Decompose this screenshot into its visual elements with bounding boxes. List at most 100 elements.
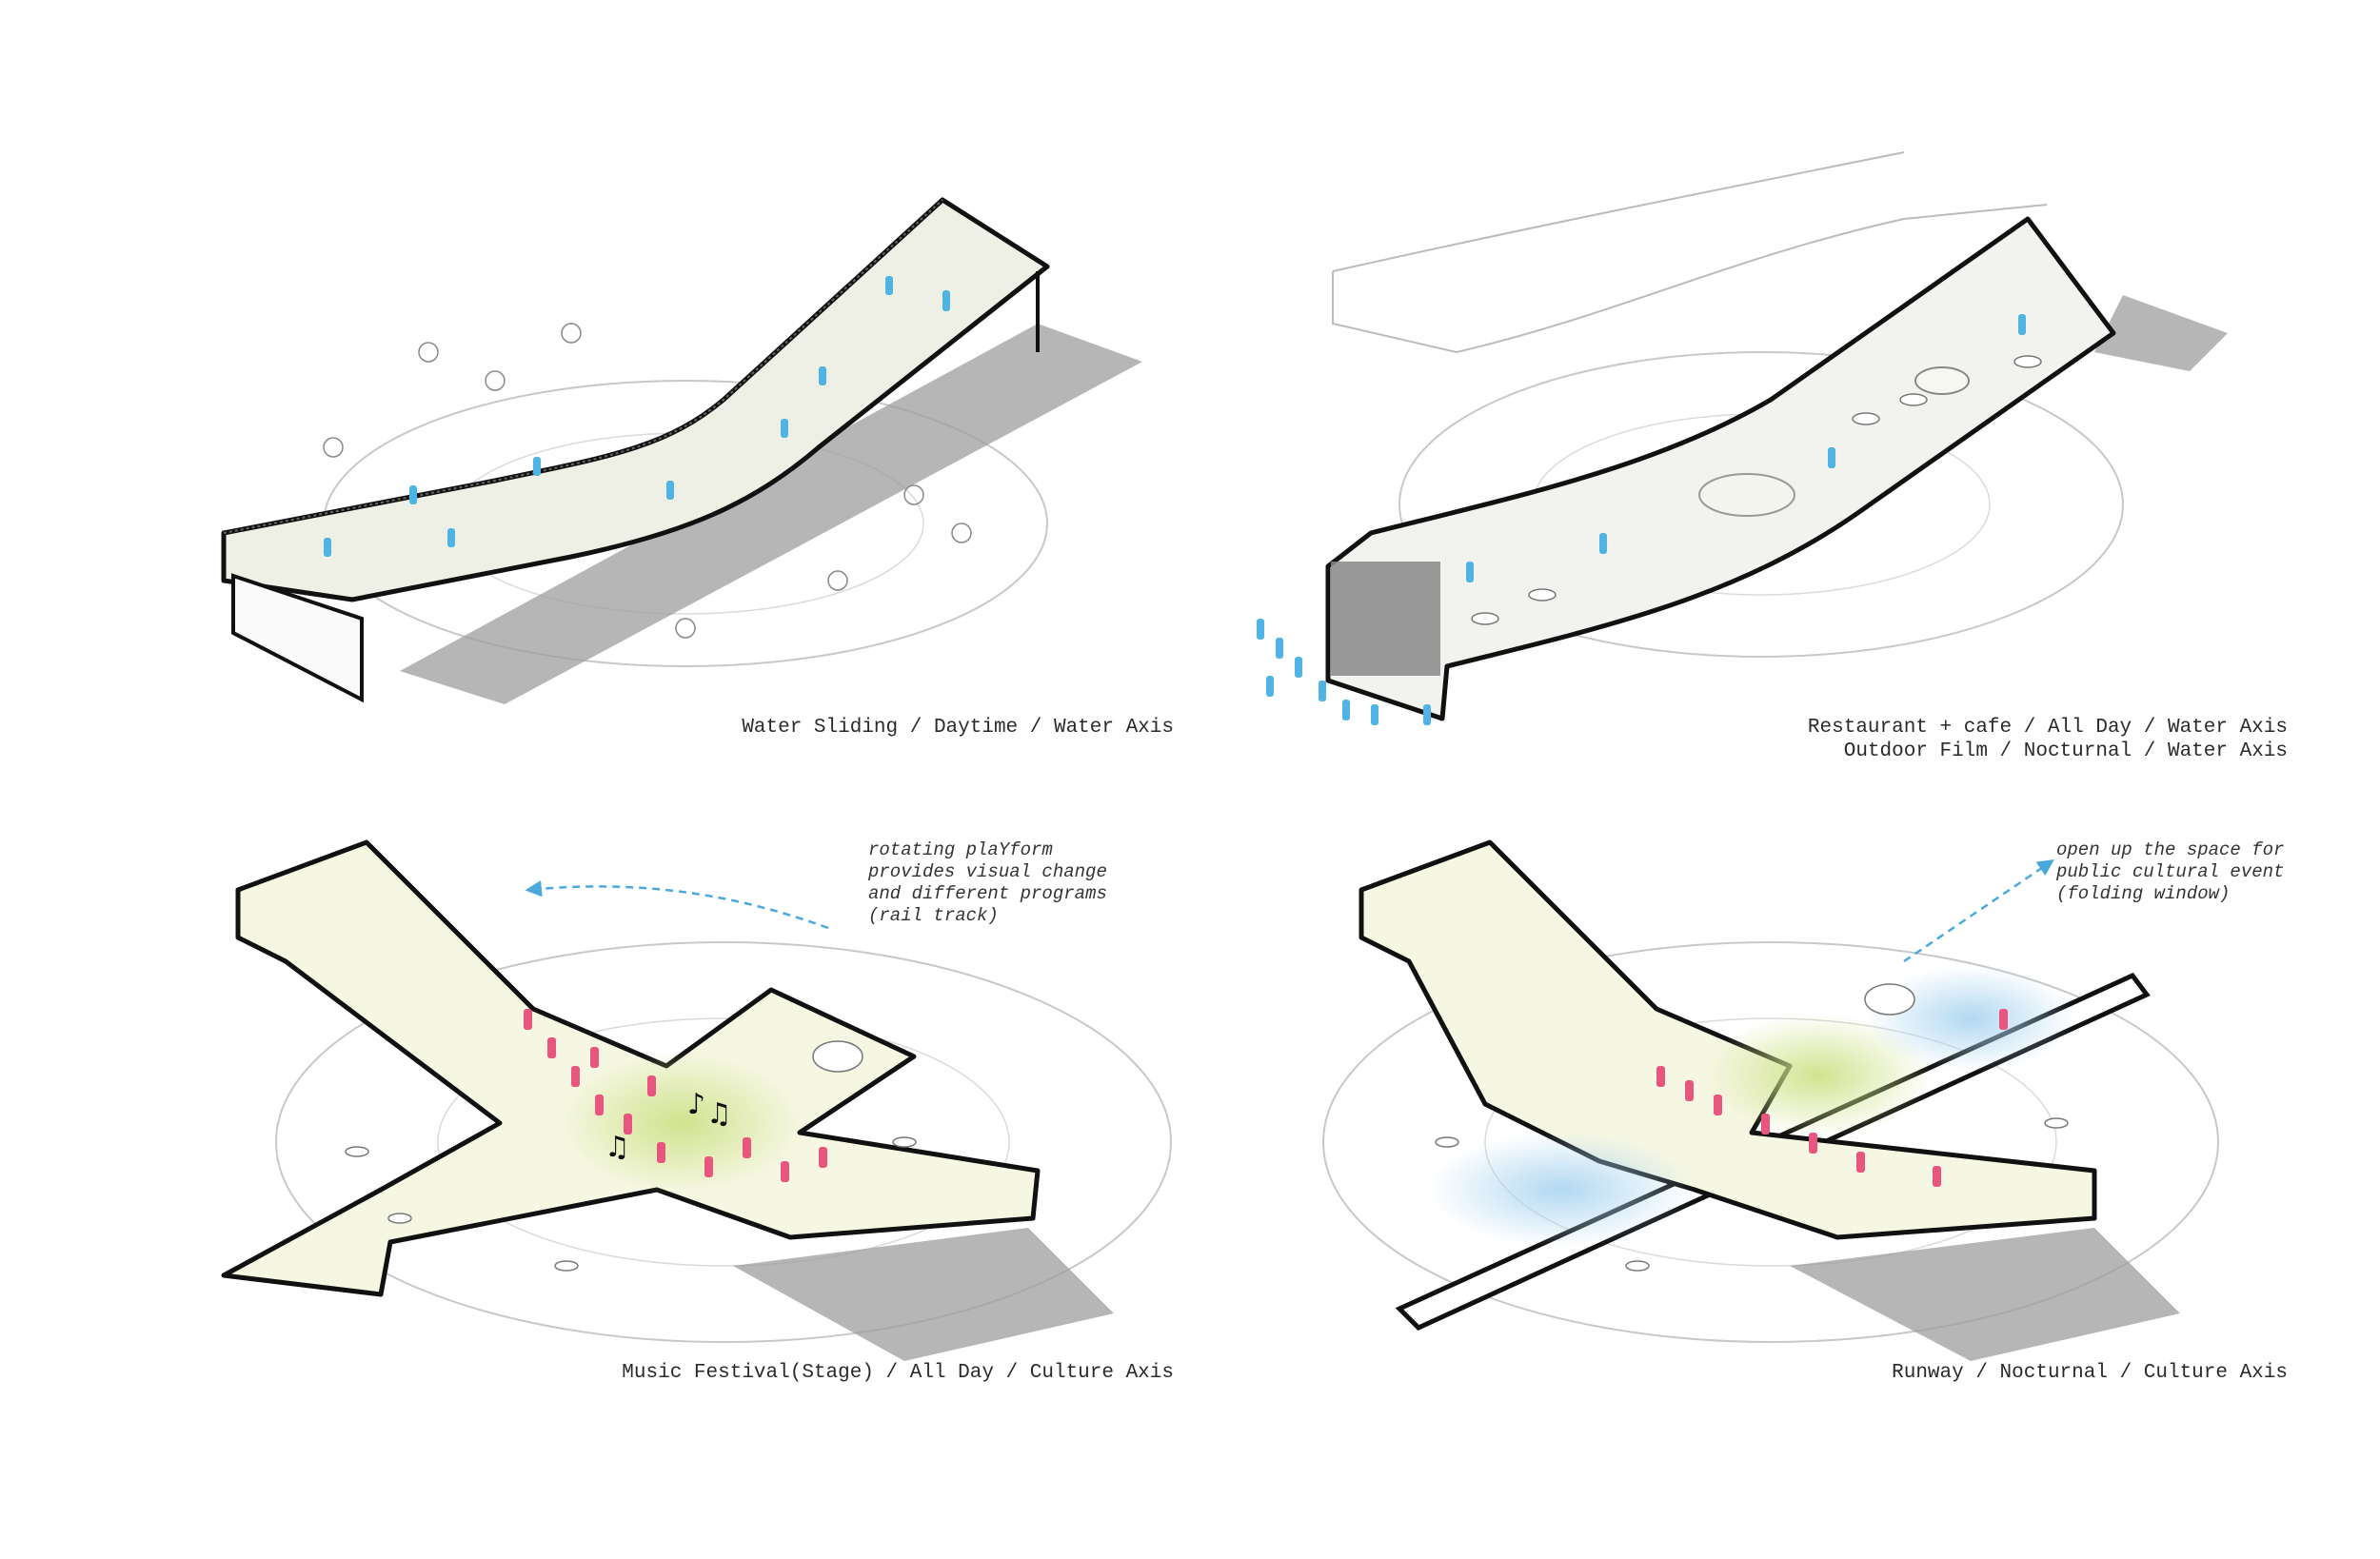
music-note-icon: ♪ <box>687 1088 705 1121</box>
person-icon <box>1423 704 1431 725</box>
table-icon <box>1435 1136 1459 1148</box>
film-screen <box>1331 562 1440 676</box>
person-icon <box>1809 1133 1817 1154</box>
pool-disc <box>1698 473 1795 517</box>
annotation-line: and different programs <box>868 883 1107 904</box>
glass-pavilion <box>231 573 364 703</box>
blue-light <box>1866 966 2075 1071</box>
person-icon <box>324 538 331 557</box>
person-icon <box>447 528 455 547</box>
tree-icon <box>485 370 506 391</box>
person-icon <box>1342 700 1350 720</box>
caption-outdoor-film: Outdoor Film / Nocturnal / Water Axis <box>1843 740 2288 762</box>
table-icon <box>1852 412 1880 425</box>
upper-deck-ghost <box>1332 204 2048 354</box>
table-icon <box>2013 355 2042 368</box>
tree-icon <box>827 570 848 591</box>
person-icon <box>533 457 541 476</box>
person-icon <box>781 1161 789 1182</box>
caption-runway: Runway / Nocturnal / Culture Axis <box>1892 1362 2288 1384</box>
table-icon <box>387 1213 412 1224</box>
site-ellipse <box>1398 351 2124 658</box>
table-icon <box>345 1146 369 1157</box>
table-icon <box>1864 983 1915 1016</box>
round-kiosk <box>1914 366 1970 395</box>
blue-light <box>1428 1133 1695 1247</box>
tree-icon <box>951 523 972 543</box>
person-icon <box>571 1066 580 1087</box>
section-cut <box>1325 216 2116 721</box>
ground-shadow <box>400 324 1142 704</box>
person-icon <box>1933 1166 1941 1187</box>
panel-restaurant-film <box>1257 151 2228 725</box>
person-icon <box>2018 314 2026 335</box>
person-icon <box>743 1137 751 1158</box>
person-icon <box>590 1047 599 1068</box>
person-icon <box>1828 447 1835 468</box>
water-figures <box>1257 314 2026 725</box>
crowd-figures <box>524 1009 827 1182</box>
slide-deck <box>221 197 1050 602</box>
table-icon <box>1471 612 1499 625</box>
music-note-icon: ♫ <box>605 1131 630 1164</box>
table-icon <box>2044 1117 2069 1129</box>
trees <box>323 323 972 639</box>
person-icon <box>1685 1080 1694 1101</box>
person-icon <box>409 485 417 504</box>
caption-restaurant-cafe: Restaurant + cafe / All Day / Water Axis <box>1807 717 2288 739</box>
person-icon <box>942 290 950 311</box>
panel-runway <box>1322 839 2219 1361</box>
person-icon <box>547 1037 556 1058</box>
ground-shadow <box>1790 1228 2180 1361</box>
music-note-icon: ♫ <box>706 1097 732 1131</box>
site-ellipse <box>275 941 1172 1343</box>
stage-light <box>1704 1014 1933 1137</box>
table-icon <box>554 1260 579 1272</box>
person-icon <box>1999 1009 2008 1030</box>
table-icon <box>812 1040 863 1073</box>
person-icon <box>1295 657 1302 678</box>
person-icon <box>595 1095 604 1115</box>
tree-icon <box>903 484 924 505</box>
ground-shadow <box>733 1228 1114 1361</box>
annotation-line: (rail track) <box>868 905 999 926</box>
annotation-line: provides visual change <box>868 861 1107 882</box>
table-icon <box>892 1136 917 1148</box>
crowd-figures <box>1656 1009 2008 1187</box>
ground-shadow <box>2094 295 2228 371</box>
person-icon <box>1599 533 1607 554</box>
tables <box>345 1040 917 1272</box>
caption-water-sliding: Water Sliding / Daytime / Water Axis <box>742 717 1174 739</box>
upper-deck-ghost-top <box>1332 151 1905 272</box>
person-icon <box>1371 704 1378 725</box>
tables <box>1471 355 2042 625</box>
tree-icon <box>561 323 582 344</box>
site-ellipse-inner <box>1484 1017 2057 1267</box>
person-icon <box>1466 562 1474 582</box>
stage-light <box>557 1052 804 1194</box>
annotation-line: open up the space for <box>2056 839 2285 860</box>
panel-music-festival: ♫ ♪ ♫ <box>221 839 1172 1361</box>
person-icon <box>1761 1114 1770 1135</box>
rotation-arrow <box>525 879 829 930</box>
person-icon <box>1266 676 1274 697</box>
tree-icon <box>675 618 696 639</box>
caption-music-festival: Music Festival(Stage) / All Day / Cultur… <box>622 1362 1174 1384</box>
annotation-line: public cultural event <box>2056 861 2285 882</box>
annotation-folding-window: open up the space for public cultural ev… <box>2056 839 2284 905</box>
person-icon <box>1656 1066 1665 1087</box>
person-icon <box>819 366 826 385</box>
person-icon <box>1714 1095 1722 1115</box>
panel-water-sliding <box>221 197 1142 704</box>
person-icon <box>657 1142 665 1163</box>
person-icon <box>1276 638 1283 659</box>
annotation-rotating-platform: rotating plaYform provides visual change… <box>868 839 1107 927</box>
person-icon <box>1856 1152 1865 1173</box>
person-icon <box>624 1114 632 1135</box>
table-icon <box>1528 588 1557 602</box>
person-icon <box>647 1076 656 1096</box>
person-icon <box>1257 619 1264 640</box>
person-icon <box>1319 681 1326 701</box>
folding-window-arrow <box>1903 859 2054 963</box>
